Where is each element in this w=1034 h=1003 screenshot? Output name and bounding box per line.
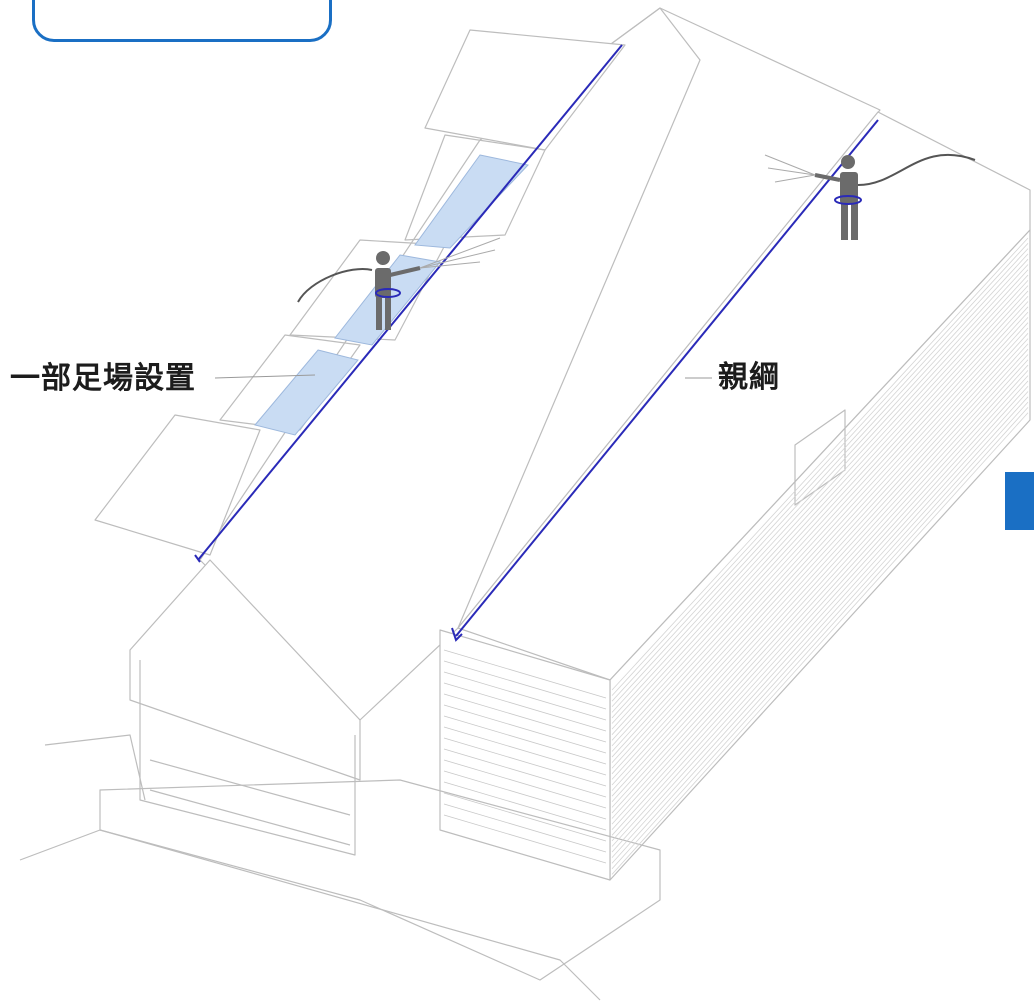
front-siding-line (443, 770, 607, 820)
front-siding-line (443, 649, 607, 699)
siding-line (611, 401, 1029, 864)
leader-scaffold (214, 374, 316, 379)
siding-line (611, 375, 1029, 836)
siding-line (611, 343, 1029, 803)
siding-line (611, 370, 1029, 830)
lifeline-right (455, 119, 879, 637)
siding-line (611, 306, 1029, 763)
siding-line (611, 359, 1029, 819)
front-siding-line (443, 814, 607, 864)
siding-line (611, 280, 1029, 735)
scaffold-panel-lower (254, 349, 359, 436)
front-siding-line (443, 792, 607, 842)
lifelines (194, 44, 879, 642)
siding-line (611, 333, 1029, 791)
siding-line (611, 407, 1029, 870)
siding-line (611, 269, 1029, 724)
wall-window (794, 409, 846, 506)
building-outline (19, 7, 1031, 1001)
front-siding-line (443, 704, 607, 754)
upper-dormer-roof (424, 29, 626, 151)
siding-line (611, 354, 1029, 814)
front-siding-line (443, 759, 607, 809)
siding-line (611, 253, 1029, 708)
foundation (99, 779, 661, 981)
siding-line (611, 301, 1029, 758)
leader-lines (214, 374, 712, 379)
water-spray (419, 154, 816, 269)
siding-line (611, 396, 1029, 858)
siding-line (611, 243, 1029, 696)
lower-porch-roof (94, 414, 261, 556)
siding-line (611, 248, 1029, 702)
siding-lines (611, 237, 1029, 875)
scaffold-panels (254, 154, 529, 436)
front-wall (439, 629, 611, 881)
siding-line (611, 285, 1029, 741)
siding-line (611, 348, 1029, 808)
siding-line (611, 338, 1029, 797)
siding-line (611, 327, 1029, 786)
scaffold-panel-upper (414, 154, 529, 249)
worker-left-icon (297, 251, 421, 330)
siding-line (611, 311, 1029, 769)
bay-lower (219, 334, 361, 431)
siding-line (611, 412, 1029, 875)
siding-line (611, 364, 1029, 825)
front-siding-line (443, 737, 607, 787)
siding-line (611, 385, 1029, 847)
siding-line (611, 274, 1029, 730)
front-siding-line (443, 715, 607, 765)
front-siding-line (443, 682, 607, 732)
front-siding-line (443, 671, 607, 721)
siding-line (611, 317, 1029, 775)
top-callout-box (32, 0, 332, 42)
front-siding-line (443, 781, 607, 831)
bay-upper (404, 134, 546, 241)
worker-right-icon (814, 153, 976, 240)
siding-line (611, 391, 1029, 853)
siding-line (611, 295, 1029, 752)
front-siding-lines (443, 649, 607, 864)
siding-line (611, 380, 1029, 842)
front-siding-line (443, 803, 607, 853)
siding-line (611, 264, 1029, 719)
side-tab-button[interactable] (1005, 472, 1034, 530)
siding-line (611, 290, 1029, 747)
front-siding-line (443, 748, 607, 798)
scaffold-label: 一部足場設置 (10, 361, 196, 396)
lifeline-label: 親綱 (718, 360, 780, 395)
front-siding-line (443, 693, 607, 743)
siding-line (611, 237, 1029, 691)
lifeline-left (197, 44, 623, 561)
siding-line (611, 322, 1029, 780)
porch-roof (129, 559, 361, 781)
front-siding-line (443, 726, 607, 776)
siding-line (611, 258, 1029, 713)
front-siding-line (443, 660, 607, 710)
